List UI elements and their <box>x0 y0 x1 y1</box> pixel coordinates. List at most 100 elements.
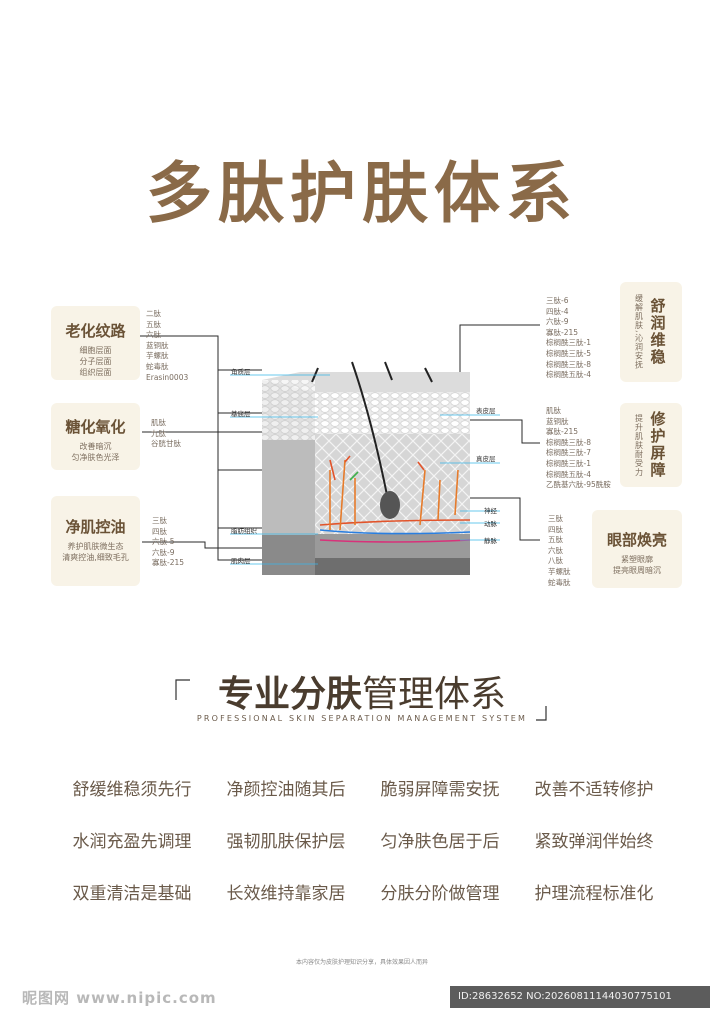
card-eye: 眼部焕亮 紧塑眼廓 提亮眼周暗沉 <box>592 510 682 588</box>
phrase-item: 净颜控油随其后 <box>226 780 346 800</box>
list-item: Erasin0003 <box>146 372 189 382</box>
card-eye-title: 眼部焕亮 <box>606 531 667 549</box>
subtitle-brackets <box>175 679 547 721</box>
card-oil-title: 净肌控油 <box>65 518 126 536</box>
list-item: 棕榈酰三肽-7 <box>546 448 591 458</box>
list-item: 棕榈酰三肽-8 <box>546 437 591 447</box>
list-item: 棕榈酰三肽-5 <box>546 348 591 358</box>
card-glycation-title: 糖化氧化 <box>65 418 126 436</box>
phrase-item: 匀净肤色居于后 <box>380 832 500 852</box>
card-eye-line: 提亮眼周暗沉 <box>613 566 661 575</box>
list-eye: 三肽 四肽 五肽 六肽 八肽 芋螺肽 蛇毒肽 <box>548 514 571 588</box>
label-vein: 静脉 <box>484 537 497 545</box>
card-oil: 净肌控油 养护肌肤微生态 清爽控油,细致毛孔 <box>51 496 140 586</box>
phrase-item: 长效维持靠家居 <box>226 884 346 904</box>
list-item: 棕榈酰五肽-4 <box>546 370 591 380</box>
list-item: 二肽 <box>146 309 161 318</box>
card-aging-title: 老化纹路 <box>65 322 126 340</box>
list-item: 四肽 <box>152 526 167 536</box>
list-repair: 肌肽 蓝铜肽 寡肽-215 棕榈酰三肽-8 棕榈酰三肽-7 棕榈酰三肽-1 棕榈… <box>546 406 611 491</box>
card-glycation-line: 匀净肤色光泽 <box>71 453 120 462</box>
label-muscle: 肌肉层 <box>231 557 251 565</box>
list-item: 芋螺肽 <box>548 566 571 576</box>
skin-diagram <box>140 324 540 575</box>
subtitle-normal: 管理体系 <box>362 674 507 715</box>
watermark-id: ID:28632652 NO:20260811144030775101 <box>450 986 710 1008</box>
card-repair-desc: 提升肌肤耐受力 <box>634 413 644 477</box>
phrase-row: 舒缓维稳须先行 净颜控油随其后 脆弱屏障需安抚 改善不适转修护 <box>58 775 668 827</box>
label-fat: 脂肪组织 <box>231 527 257 535</box>
card-eye-line: 紧塑眼廓 <box>621 555 653 564</box>
card-oil-line: 清爽控油,细致毛孔 <box>62 553 129 562</box>
list-item: 三肽-6 <box>546 296 569 305</box>
label-dermis: 真皮层 <box>476 455 496 463</box>
phrase-item: 脆弱屏障需安抚 <box>380 780 500 800</box>
phrase-item: 改善不适转修护 <box>534 780 654 800</box>
subtitle-english: PROFESSIONAL SKIN SEPARATION MANAGEMENT … <box>196 714 528 723</box>
subtitle-bold: 专业分肤 <box>217 674 362 715</box>
card-repair-title: 修护屏障 <box>648 411 667 479</box>
card-glycation: 糖化氧化 改善暗沉 匀净肤色光泽 <box>51 403 140 470</box>
list-item: 六肽 <box>146 330 161 340</box>
footnote: 本内容仅为皮肤护理知识分享，具体效果因人而异 <box>295 959 428 966</box>
phrase-grid: 舒缓维稳须先行 净颜控油随其后 脆弱屏障需安抚 改善不适转修护 水润充盈先调理 … <box>58 775 668 931</box>
list-item: 谷胱甘肽 <box>151 439 181 449</box>
list-item: 八肽 <box>548 556 563 566</box>
list-item: 乙酰基六肽-95酰胺 <box>546 480 611 490</box>
phrase-item: 舒缓维稳须先行 <box>72 780 192 800</box>
list-glycation: 肌肽 九肽 谷胱甘肽 <box>151 418 181 450</box>
phrase-item: 护理流程标准化 <box>534 884 654 904</box>
list-item: 四肽-4 <box>546 306 569 316</box>
card-repair: 修护屏障 提升肌肤耐受力 <box>620 403 682 487</box>
list-item: 五肽 <box>146 319 161 329</box>
label-artery: 动脉 <box>484 520 497 528</box>
phrase-item: 水润充盈先调理 <box>72 832 192 852</box>
label-nerve: 神经 <box>484 507 497 515</box>
list-item: 芋螺肽 <box>146 351 169 361</box>
list-item: 五肽 <box>548 535 563 545</box>
list-item: 棕榈酰三肽-8 <box>546 359 591 369</box>
list-item: 六肽 <box>548 545 563 555</box>
list-item: 寡肽-215 <box>546 427 579 437</box>
watermark-site: 昵图网 www.nipic.com <box>22 989 217 1007</box>
phrase-item: 双重清洁是基础 <box>72 884 192 904</box>
list-soothe: 三肽-6 四肽-4 六肽-9 寡肽-215 棕榈酰三肽-1 棕榈酰三肽-5 棕榈… <box>546 296 591 381</box>
card-aging-line: 分子层面 <box>79 357 112 366</box>
phrase-item: 紧致弹润伴始终 <box>534 832 654 852</box>
list-aging: 二肽 五肽 六肽 蓝铜肽 芋螺肽 蛇毒肽 Erasin0003 <box>146 309 188 383</box>
list-item: 六肽-9 <box>152 547 175 557</box>
phrase-item: 强韧肌肤保护层 <box>226 832 346 852</box>
list-item: 四肽 <box>548 524 563 534</box>
card-soothe-title: 舒润维稳 <box>648 298 667 366</box>
label-cuticle: 角质层 <box>231 368 251 376</box>
list-item: 寡肽-215 <box>546 327 579 337</box>
subtitle: 专业分肤管理体系 <box>0 665 724 717</box>
phrase-row: 双重清洁是基础 长效维持靠家居 分肤分阶做管理 护理流程标准化 <box>58 879 668 931</box>
card-glycation-line: 改善暗沉 <box>79 442 112 451</box>
card-aging-line: 组织层面 <box>79 368 112 377</box>
card-aging: 老化纹路 细胞层面 分子层面 组织层面 <box>51 306 140 380</box>
list-item: 蛇毒肽 <box>146 361 169 371</box>
connector-lines <box>140 324 540 561</box>
card-aging-line: 细胞层面 <box>79 346 112 355</box>
list-item: 蓝铜肽 <box>546 416 569 426</box>
list-item: 肌肽 <box>151 418 166 427</box>
list-item: 棕榈酰五肽-4 <box>546 469 591 479</box>
card-oil-line: 养护肌肤微生态 <box>67 542 124 551</box>
list-item: 六肽-5 <box>152 537 175 547</box>
card-soothe: 舒润维稳 缓解肌肤,沁润安抚 <box>620 282 682 382</box>
list-item: 寡肽-215 <box>152 558 185 568</box>
card-soothe-desc: 缓解肌肤,沁润安抚 <box>634 294 644 370</box>
label-basal: 基底层 <box>231 410 251 418</box>
list-item: 三肽 <box>152 516 167 525</box>
list-item: 六肽-9 <box>546 317 569 327</box>
list-item: 棕榈酰三肽-1 <box>546 338 591 348</box>
list-item: 九肽 <box>151 428 166 438</box>
list-item: 棕榈酰三肽-1 <box>546 458 591 468</box>
list-item: 肌肽 <box>546 406 561 415</box>
list-item: 蓝铜肽 <box>146 340 169 350</box>
page-title: 多肽护肤体系 <box>146 155 578 232</box>
list-item: 三肽 <box>548 514 563 523</box>
label-epidermis: 表皮层 <box>476 407 496 415</box>
list-item: 蛇毒肽 <box>548 577 571 587</box>
